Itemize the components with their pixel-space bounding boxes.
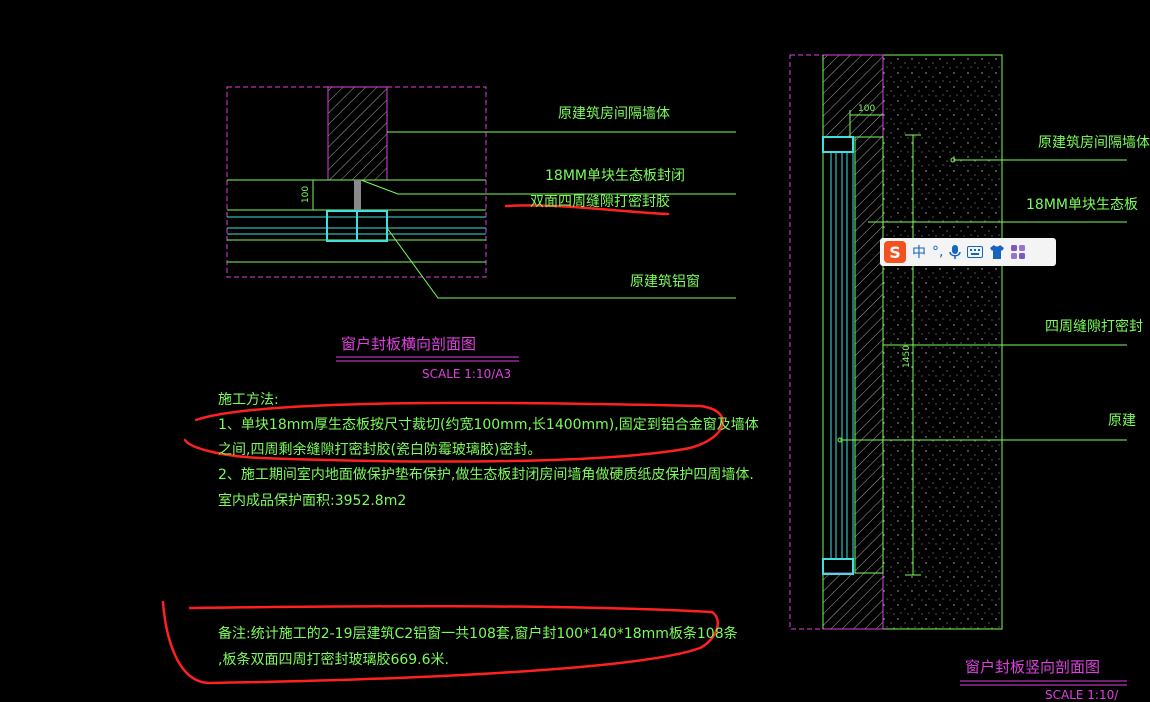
scale-left: SCALE 1:10/A3 bbox=[422, 367, 512, 381]
label-board-right: 18MM单块生态板 bbox=[1026, 197, 1138, 213]
label-seal-right: 四周缝隙打密封 bbox=[1045, 319, 1143, 335]
note-line-1: 备注:统计施工的2-19层建筑C2铝窗一共108套,窗户封100*140*18m… bbox=[218, 626, 738, 642]
ime-logo-icon[interactable]: S bbox=[884, 241, 906, 263]
dim-1450-right: 1450 bbox=[901, 345, 912, 368]
title-right-section: 窗户封板竖向剖面图 bbox=[965, 658, 1101, 676]
method-line-1: 1、单块18mm厚生态板按尺寸裁切(约宽100mm,长1400mm),固定到铝合… bbox=[218, 417, 759, 433]
cad-drawing bbox=[161, 54, 1127, 686]
ellipse-method bbox=[183, 401, 724, 463]
dim-100-left: 100 bbox=[301, 185, 312, 204]
ime-lang-toggle[interactable]: 中 bbox=[912, 245, 926, 261]
dim-100-right: 100 bbox=[858, 104, 876, 114]
scale-right: SCALE 1:10/ bbox=[1045, 688, 1119, 702]
left-section-drawing bbox=[226, 86, 736, 362]
method-line-3: 2、施工期间室内地面做保护垫布保护,做生态板封闭房间墙角做硬质纸皮保护四周墙体. bbox=[218, 467, 754, 483]
grid-icon[interactable] bbox=[1011, 245, 1026, 259]
shirt-icon[interactable] bbox=[989, 245, 1005, 259]
method-line-2: 之间,四周剩余缝隙打密封胶(瓷白防霉玻璃胶)密封。 bbox=[218, 442, 542, 458]
microphone-icon[interactable] bbox=[949, 244, 962, 260]
label-wall-right: 原建筑房间隔墙体 bbox=[1038, 135, 1150, 151]
red-markup bbox=[161, 204, 724, 685]
keyboard-icon[interactable] bbox=[967, 246, 984, 258]
underline-seal bbox=[504, 204, 670, 216]
label-window-right: 原建 bbox=[1108, 413, 1136, 429]
right-section-drawing bbox=[789, 54, 1127, 686]
method-heading: 施工方法: bbox=[218, 392, 279, 408]
method-line-4: 室内成品保护面积:3952.8m2 bbox=[218, 493, 407, 509]
label-seal-left: 双面四周缝隙打密封胶 bbox=[530, 194, 670, 210]
label-wall-left: 原建筑房间隔墙体 bbox=[558, 106, 670, 122]
board-plate bbox=[354, 180, 361, 211]
label-window-left: 原建筑铝窗 bbox=[630, 274, 700, 290]
title-left-section: 窗户封板横向剖面图 bbox=[341, 335, 477, 353]
ime-toolbar[interactable]: S 中 °, bbox=[880, 238, 1056, 266]
ellipse-note bbox=[161, 600, 719, 685]
ime-punct-toggle[interactable]: °, bbox=[932, 244, 944, 260]
label-board-left: 18MM单块生态板封闭 bbox=[545, 168, 685, 184]
note-line-2: ,板条双面四周打密封玻璃胶669.6米. bbox=[218, 652, 449, 668]
left-wall-hatch bbox=[327, 86, 388, 181]
